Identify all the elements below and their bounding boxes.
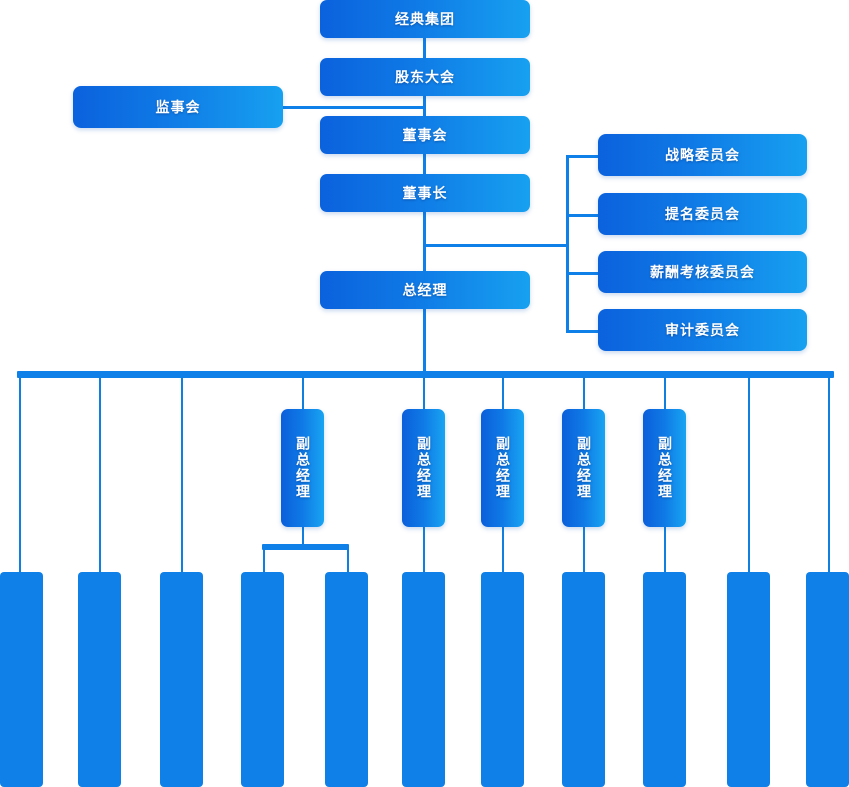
drop-line-dept-5 bbox=[347, 549, 349, 573]
node-supervisory-board[interactable]: 监事会 bbox=[73, 86, 283, 128]
node-board[interactable]: 董事会 bbox=[320, 116, 530, 154]
node-vice-gm-4[interactable]: 副总经理 bbox=[562, 409, 605, 527]
drop-line-dept-7 bbox=[502, 527, 504, 573]
node-committee-nomination-label: 提名委员会 bbox=[665, 206, 740, 222]
node-department-11[interactable] bbox=[806, 572, 849, 787]
node-department-5[interactable] bbox=[325, 572, 368, 787]
drop-line-dept-6 bbox=[423, 527, 425, 573]
drop-line-dept-8 bbox=[583, 527, 585, 573]
node-department-1[interactable] bbox=[0, 572, 43, 787]
node-chairman[interactable]: 董事长 bbox=[320, 174, 530, 212]
vgm1-sub-bus bbox=[262, 544, 349, 550]
connector-gm-to-bus bbox=[423, 308, 426, 374]
drop-line-dept-1 bbox=[19, 377, 21, 573]
node-group-label: 经典集团 bbox=[395, 11, 455, 27]
drop-line-vgm-4 bbox=[583, 377, 585, 411]
node-group[interactable]: 经典集团 bbox=[320, 0, 530, 38]
node-department-3[interactable] bbox=[160, 572, 203, 787]
node-department-9[interactable] bbox=[643, 572, 686, 787]
node-department-7[interactable] bbox=[481, 572, 524, 787]
node-committee-remuneration[interactable]: 薪酬考核委员会 bbox=[598, 251, 807, 293]
node-department-4[interactable] bbox=[241, 572, 284, 787]
drop-line-vgm-5 bbox=[664, 377, 666, 411]
connector-supervisory-to-spine bbox=[281, 106, 426, 109]
node-department-10[interactable] bbox=[727, 572, 770, 787]
node-vice-gm-2-label: 副总经理 bbox=[416, 436, 433, 500]
drop-line-dept-2 bbox=[99, 377, 101, 573]
drop-line-vgm-2 bbox=[423, 377, 425, 411]
node-committee-remuneration-label: 薪酬考核委员会 bbox=[650, 264, 755, 280]
main-distribution-bus bbox=[17, 371, 834, 378]
node-committee-strategy-label: 战略委员会 bbox=[665, 147, 740, 163]
drop-line-vgm-3 bbox=[502, 377, 504, 411]
drop-line-vgm-1 bbox=[302, 377, 304, 411]
drop-line-dept-10 bbox=[748, 377, 750, 573]
node-general-manager-label: 总经理 bbox=[402, 282, 448, 298]
connector-group-to-shareholders bbox=[423, 36, 426, 60]
connector-chairman-to-gm bbox=[423, 210, 426, 272]
node-department-6[interactable] bbox=[402, 572, 445, 787]
node-vice-gm-3[interactable]: 副总经理 bbox=[481, 409, 524, 527]
node-vice-gm-5-label: 副总经理 bbox=[657, 436, 674, 500]
node-vice-gm-3-label: 副总经理 bbox=[495, 436, 512, 500]
connector-committee-remuneration bbox=[566, 272, 600, 275]
node-vice-gm-4-label: 副总经理 bbox=[576, 436, 593, 500]
connector-vgm1-down bbox=[302, 527, 304, 547]
drop-line-dept-9 bbox=[664, 527, 666, 573]
node-shareholders[interactable]: 股东大会 bbox=[320, 58, 530, 96]
node-vice-gm-1[interactable]: 副总经理 bbox=[281, 409, 324, 527]
connector-board-to-chairman bbox=[423, 152, 426, 176]
node-committee-audit[interactable]: 审计委员会 bbox=[598, 309, 807, 351]
connector-committee-strategy bbox=[566, 155, 600, 158]
node-shareholders-label: 股东大会 bbox=[395, 69, 455, 85]
connector-committee-nomination bbox=[566, 214, 600, 217]
node-general-manager[interactable]: 总经理 bbox=[320, 271, 530, 309]
connector-spine-to-committee-trunk bbox=[423, 244, 569, 247]
drop-line-dept-3 bbox=[181, 377, 183, 573]
connector-committee-audit bbox=[566, 330, 600, 333]
node-department-8[interactable] bbox=[562, 572, 605, 787]
node-committee-audit-label: 审计委员会 bbox=[665, 322, 740, 338]
drop-line-dept-4 bbox=[263, 549, 265, 573]
node-committee-nomination[interactable]: 提名委员会 bbox=[598, 193, 807, 235]
node-vice-gm-5[interactable]: 副总经理 bbox=[643, 409, 686, 527]
node-chairman-label: 董事长 bbox=[402, 185, 448, 201]
node-supervisory-board-label: 监事会 bbox=[155, 99, 201, 115]
drop-line-dept-11 bbox=[828, 377, 830, 573]
node-department-2[interactable] bbox=[78, 572, 121, 787]
node-vice-gm-1-label: 副总经理 bbox=[295, 436, 312, 500]
node-committee-strategy[interactable]: 战略委员会 bbox=[598, 134, 807, 176]
node-board-label: 董事会 bbox=[402, 127, 448, 143]
committee-bracket-trunk bbox=[566, 155, 569, 333]
node-vice-gm-2[interactable]: 副总经理 bbox=[402, 409, 445, 527]
